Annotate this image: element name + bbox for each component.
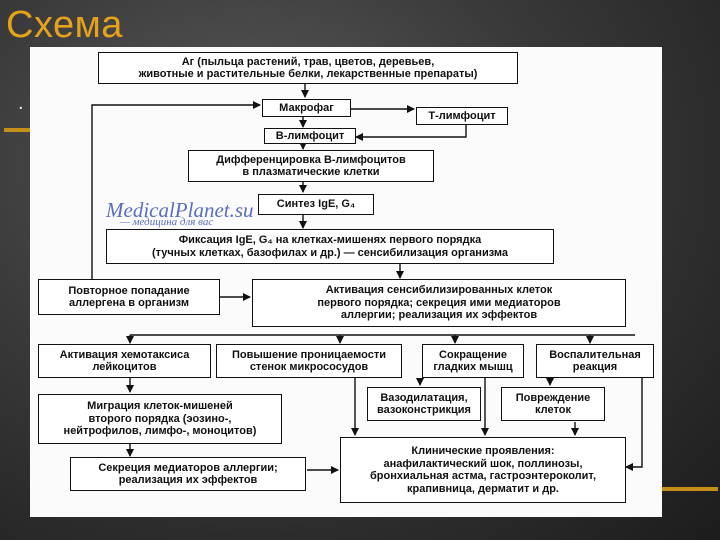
allergy-mechanism-diagram: Аг (пыльца растений, трав, цветов, дерев… [30,47,662,517]
activation-box: Активация сенсибилизированных клеток пер… [252,279,626,327]
repeat-entry-box: Повторное попадание аллергена в организм [38,279,220,315]
b-lymphocyte-box: В-лимфоцит [264,128,356,144]
macrophage-box: Макрофаг [262,99,351,117]
differentiation-box: Дифференцировка В-лимфоцитов в плазматич… [188,150,434,182]
vasodilatation-box: Вазодилатация, вазоконстрикция [367,387,481,421]
accent-bar-left [4,128,30,132]
slide-title: Схема [6,4,123,46]
inflammation-box: Воспалительная реакция [536,344,654,378]
secretion-box: Секреция медиаторов аллергии; реализация… [70,457,306,491]
chemotaxis-box: Активация хемотаксиса лейкоцитов [38,344,211,378]
antigen-box: Аг (пыльца растений, трав, цветов, дерев… [98,52,518,84]
clinical-manifestations-box: Клинические проявления: анафилактический… [340,437,626,503]
watermark-tagline: — медицина для вас [120,216,214,228]
migration-box: Миграция клеток-мишеней второго порядка … [38,394,282,444]
fixation-box: Фиксация IgE, G₄ на клетках-мишенях перв… [106,229,554,264]
contraction-box: Сокращение гладких мышц [422,344,524,378]
accent-bar-right [662,487,718,491]
t-lymphocyte-box: Т-лимфоцит [416,107,508,125]
synthesis-box: Синтез IgE, G₄ [258,194,374,215]
permeability-box: Повышение проницаемости стенок микрососу… [216,344,402,378]
diagram-connectors [91,84,643,474]
watermark-logo: MedicalPlanet.su [106,198,254,222]
cell-damage-box: Повреждение клеток [501,387,605,421]
bullet-dot: . [18,92,24,114]
